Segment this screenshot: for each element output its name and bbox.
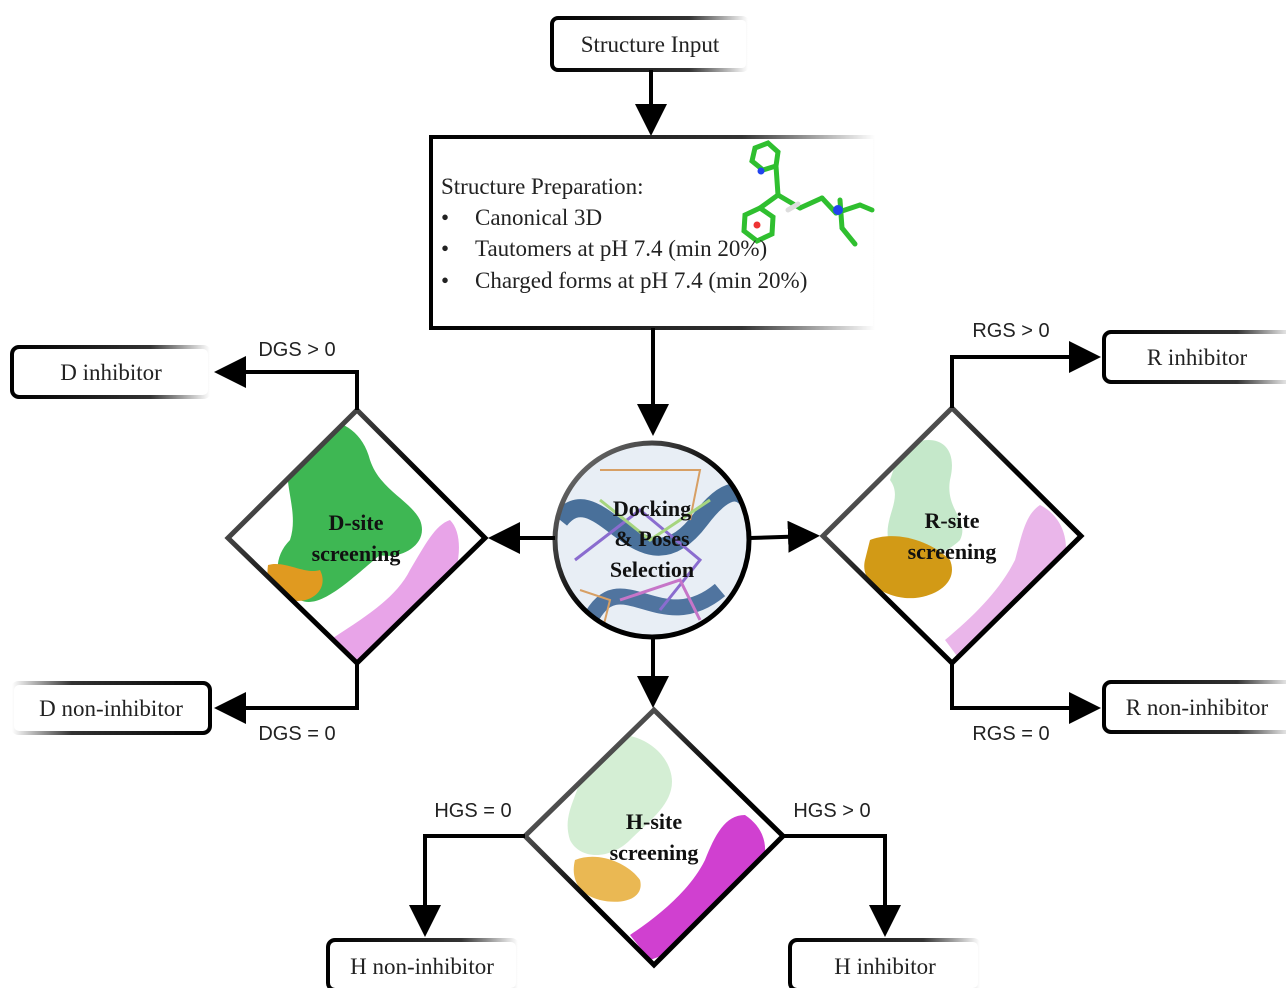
h-non-inhibitor-label: H non-inhibitor (350, 954, 494, 979)
d-non-inhibitor-box: D non-inhibitor (10, 681, 212, 735)
arrow-d-site-to-non-inhibitor (214, 663, 359, 724)
r-cond-non-inhibitor: RGS = 0 (972, 723, 1049, 745)
r-inhibitor-label: R inhibitor (1147, 345, 1248, 370)
h-cond-non-inhibitor: HGS = 0 (434, 800, 511, 822)
docking-line-2: & Poses (614, 526, 690, 551)
h-site-line-2: screening (610, 840, 699, 865)
arrow-r-site-to-non-inhibitor (950, 663, 1101, 724)
docking-circle: Docking & Poses Selection (552, 440, 752, 640)
r-non-inhibitor-label: R non-inhibitor (1126, 695, 1269, 720)
h-cond-inhibitor: HGS > 0 (793, 800, 870, 822)
prep-bullet-2: • (441, 236, 449, 261)
d-inhibitor-label: D inhibitor (60, 360, 162, 385)
h-inhibitor-box: H inhibitor (788, 938, 982, 988)
structure-preparation-box: Structure Preparation: • Canonical 3D • … (429, 135, 877, 330)
molecule-illustration (741, 140, 875, 247)
d-cond-non-inhibitor: DGS = 0 (258, 723, 335, 745)
h-site-line-1: H-site (626, 809, 682, 834)
arrow-h-site-to-inhibitor (783, 834, 901, 937)
d-site-line-1: D-site (329, 510, 384, 535)
prep-bullet-3: • (441, 268, 449, 293)
d-site-line-2: screening (312, 541, 401, 566)
arrow-h-site-to-non-inhibitor (409, 834, 525, 937)
r-non-inhibitor-box: R non-inhibitor (1102, 680, 1286, 734)
arrow-r-site-to-inhibitor (950, 341, 1101, 408)
prep-item-3: Charged forms at pH 7.4 (min 20%) (475, 268, 807, 293)
h-site-diamond: H-site screening (521, 706, 787, 969)
arrow-docking-to-r-site (749, 520, 820, 553)
structure-input-label: Structure Input (581, 32, 720, 57)
prep-item-1: Canonical 3D (475, 205, 602, 230)
arrow-d-site-to-inhibitor (214, 356, 359, 410)
d-inhibitor-box: D inhibitor (10, 345, 212, 399)
docking-line-3: Selection (610, 557, 694, 582)
d-site-diamond: D-site screening (224, 406, 489, 667)
r-site-line-1: R-site (925, 508, 980, 533)
h-non-inhibitor-box: H non-inhibitor (326, 938, 520, 988)
d-non-inhibitor-label: D non-inhibitor (39, 696, 183, 721)
r-inhibitor-box: R inhibitor (1102, 330, 1286, 384)
prep-item-2: Tautomers at pH 7.4 (min 20%) (475, 236, 767, 261)
structure-input-box: Structure Input (550, 16, 750, 72)
r-site-diamond: R-site screening (819, 404, 1085, 667)
d-cond-inhibitor: DGS > 0 (258, 339, 335, 361)
docking-line-1: Docking (613, 496, 691, 521)
r-site-line-2: screening (908, 539, 997, 564)
h-inhibitor-label: H inhibitor (834, 954, 936, 979)
prep-bullet-1: • (441, 205, 449, 230)
prep-title: Structure Preparation: (441, 174, 643, 199)
r-cond-inhibitor: RGS > 0 (972, 320, 1049, 342)
